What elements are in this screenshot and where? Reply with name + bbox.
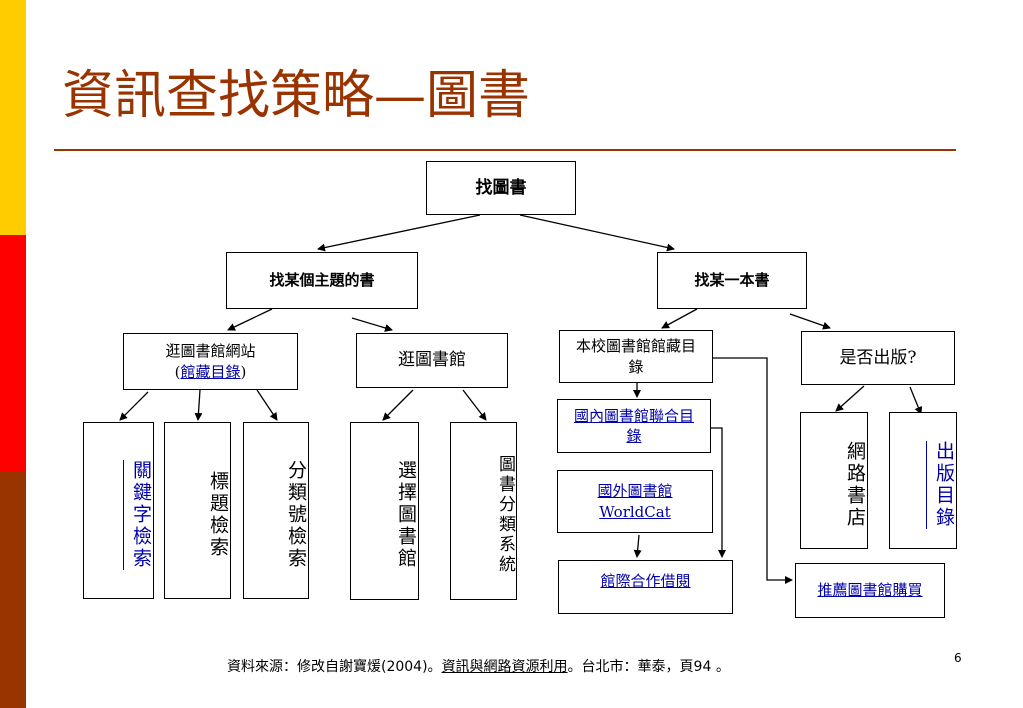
node-out-of-print: 出版目錄 (889, 412, 957, 549)
title-underline (54, 149, 956, 151)
accent-bar-red (0, 235, 26, 471)
node-interlibrary-loan: 館際合作借閱 (558, 560, 733, 614)
node-classification-search: 分類號檢索 (243, 422, 309, 599)
catalog-link[interactable]: 館藏目錄 (180, 362, 241, 381)
domestic-union-catalog-link[interactable]: 國內圖書館聯合目錄 (573, 406, 694, 445)
node-is-published: 是否出版? (801, 331, 955, 385)
node-keyword-search: 關鍵字檢索 (83, 422, 154, 599)
foreign-library-link[interactable]: 國外圖書館 (597, 482, 673, 501)
page-number: 6 (954, 651, 962, 665)
node-find-specific-book: 找某一本書 (657, 252, 807, 309)
out-of-print-link[interactable]: 出版目錄 (926, 440, 956, 529)
accent-bar-yellow (0, 0, 26, 235)
node-browse-library: 逛圖書館 (356, 333, 508, 388)
worldcat-link[interactable]: WorldCat (599, 502, 671, 521)
recommend-purchase-link[interactable]: 推薦圖書館購買 (817, 581, 923, 600)
node-school-catalog: 本校圖書館館藏目錄 (559, 330, 713, 383)
keyword-search-link[interactable]: 關鍵字檢索 (123, 459, 153, 570)
source-citation: 資料來源：修改自謝寶煖(2004)。資訊與網路資源利用。台北市：華泰，頁94 。 (227, 659, 730, 675)
node-online-bookstore: 網路書店 (800, 412, 868, 549)
book-title: 資訊與網路資源利用 (441, 659, 568, 675)
node-subject-search: 標題檢索 (164, 422, 231, 599)
node-choose-library: 選擇圖書館 (350, 422, 419, 600)
node-browse-library-website: 逛圖書館網站 (館藏目錄) (123, 333, 298, 390)
node-recommend-purchase: 推薦圖書館購買 (795, 563, 945, 618)
accent-bar-brown (0, 471, 26, 708)
interlibrary-loan-link[interactable]: 館際合作借閱 (600, 572, 691, 590)
node-domestic-union-catalog: 國內圖書館聯合目錄 (557, 399, 711, 453)
node-library-classification: 圖書分類系統 (450, 422, 517, 600)
node-find-books: 找圖書 (426, 161, 576, 215)
slide-title: 資訊查找策略—圖書 (62, 66, 531, 126)
node-find-by-topic: 找某個主題的書 (226, 252, 418, 309)
